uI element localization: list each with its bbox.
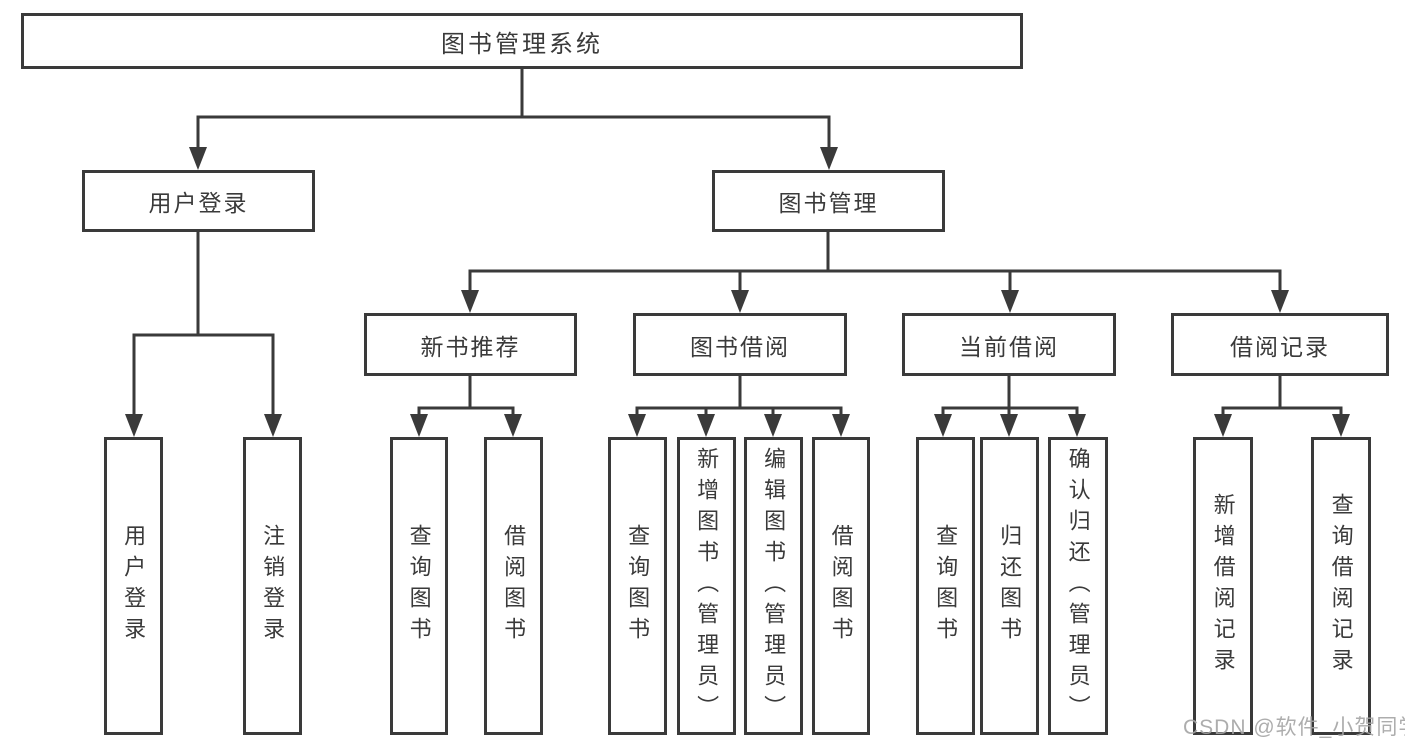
arrowhead [731,290,749,313]
arrowheads-group [125,147,1350,437]
leaf-edit-book-admin: 编辑图书（管理员） [744,437,803,735]
arrowhead [264,414,282,437]
leaf-query-borrow-record: 查询借阅记录 [1311,437,1371,735]
node-label: 新增图书（管理员） [694,446,720,726]
arrowhead [1214,414,1232,437]
leaf-query-books-borrow: 查询图书 [608,437,667,735]
leaf-query-books-recommend: 查询图书 [390,437,448,735]
connector-lines [132,67,1343,420]
node-label: 借阅图书 [828,524,854,648]
node-book-borrow: 图书借阅 [633,313,847,376]
node-new-book-recommend: 新书推荐 [364,313,577,376]
arrowhead [125,414,143,437]
node-label: 图书管理 [778,190,879,216]
leaf-borrow-books-borrow: 借阅图书 [812,437,870,735]
arrowhead [1271,290,1289,313]
leaf-add-borrow-record: 新增借阅记录 [1193,437,1253,735]
leaf-user-login: 用户登录 [104,437,163,735]
arrowhead [1000,414,1018,437]
arrowhead [504,414,522,437]
arrowhead [461,290,479,313]
node-borrow-records: 借阅记录 [1171,313,1389,376]
node-label: 查询图书 [406,524,432,648]
node-root-system: 图书管理系统 [21,13,1023,69]
arrowhead [189,147,207,170]
arrowhead [832,414,850,437]
arrowhead [764,414,782,437]
node-label: 用户登录 [148,190,249,216]
arrowhead [934,414,952,437]
arrowhead [1332,414,1350,437]
arrowhead [1001,290,1019,313]
node-label: 归还图书 [997,524,1023,648]
arrowhead [697,414,715,437]
watermark: CSDN @软件_小贺同学 [1183,716,1405,739]
node-user-login: 用户登录 [82,170,315,232]
node-current-borrow: 当前借阅 [902,313,1116,376]
node-label: 确认归还（管理员） [1065,446,1091,726]
node-label: 编辑图书（管理员） [761,446,787,726]
node-label: 借阅记录 [1230,333,1330,360]
node-label: 新书推荐 [420,333,521,360]
arrowhead [628,414,646,437]
arrowhead [1068,414,1086,437]
node-label: 图书借阅 [690,333,790,360]
node-label: 查询图书 [625,524,651,648]
node-label: 查询借阅记录 [1328,493,1354,679]
node-label: 借阅图书 [501,524,527,648]
leaf-borrow-books-recommend: 借阅图书 [484,437,543,735]
node-label: 当前借阅 [959,333,1059,360]
leaf-add-book-admin: 新增图书（管理员） [677,437,736,735]
leaf-query-books-current: 查询图书 [916,437,975,735]
leaf-confirm-return-admin: 确认归还（管理员） [1048,437,1108,735]
node-label: 用户登录 [121,524,147,648]
node-label: 注销登录 [260,524,286,648]
leaf-return-books: 归还图书 [980,437,1039,735]
node-label: 新增借阅记录 [1210,493,1236,679]
arrowhead [820,147,838,170]
node-book-management: 图书管理 [712,170,945,232]
arrowhead [410,414,428,437]
node-label: 查询图书 [933,524,959,648]
leaf-logout: 注销登录 [243,437,302,735]
node-label: 图书管理系统 [441,30,603,58]
